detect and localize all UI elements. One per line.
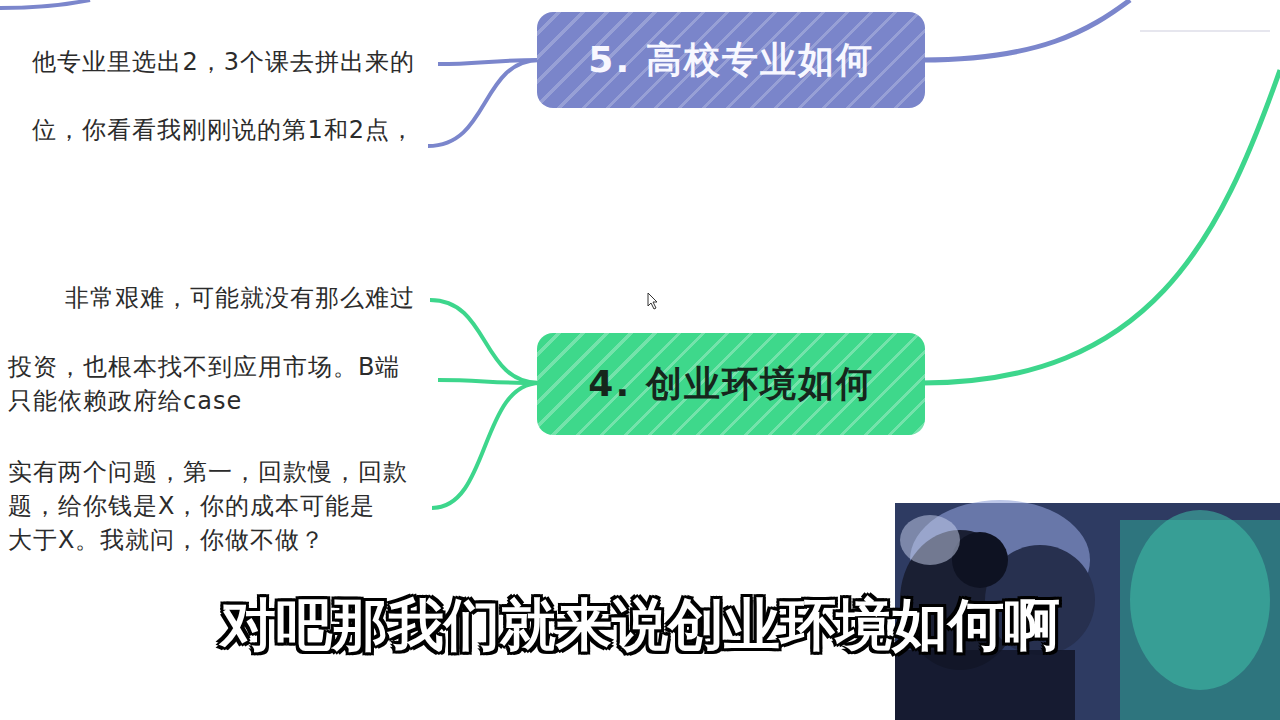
branch-line — [430, 300, 540, 383]
branch-line — [922, 70, 1280, 383]
branch-line — [922, 0, 1130, 60]
branch-note: 实有两个问题，第一，回款慢，回款 题，给你钱是X，你的成本可能是 大于X。我就问… — [8, 455, 428, 557]
branch-note: 非常艰难，可能就没有那么难过 — [65, 281, 415, 315]
topic-box: 4. 创业环境如何 — [537, 333, 925, 435]
branch-line — [438, 380, 540, 383]
topic-box: 5. 高校专业如何 — [537, 12, 925, 108]
topic-title: 4. 创业环境如何 — [588, 360, 873, 409]
topic-title: 5. 高校专业如何 — [588, 36, 873, 85]
branch-note: 他专业里选出2，3个课去拼出来的 — [32, 45, 415, 79]
branch-note: 投资，也根本找不到应用市场。B端 只能依赖政府给case — [8, 350, 428, 418]
branch-line — [428, 60, 540, 146]
branch-note: 位，你看看我刚刚说的第1和2点， — [32, 113, 415, 147]
video-subtitle: 对吧那我们就来说创业环境如何啊 — [220, 588, 1060, 664]
branch-line — [0, 0, 90, 8]
faint-mark — [1140, 30, 1270, 32]
branch-line — [432, 383, 540, 508]
mouse-cursor — [648, 293, 657, 309]
